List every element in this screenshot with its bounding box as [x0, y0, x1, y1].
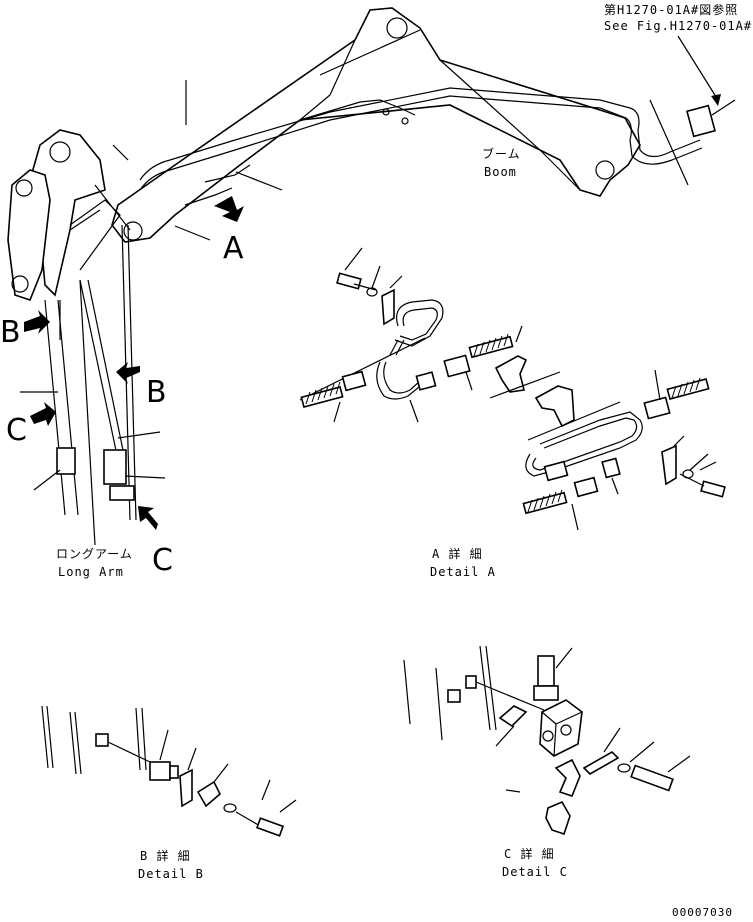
detail-b-label-en: Detail B — [138, 867, 204, 881]
view-marker-b-right: B — [146, 375, 167, 410]
long-arm-label-en: Long Arm — [58, 565, 124, 579]
view-marker-c-left: C — [6, 413, 27, 448]
detail-a-label-en: Detail A — [430, 565, 496, 579]
boom-label-en: Boom — [484, 165, 517, 179]
detail-c-label-en: Detail C — [502, 865, 568, 879]
view-arrow-c-bottom: C — [138, 506, 173, 578]
detail-c-drawing — [403, 645, 691, 836]
drawing-number: 00007030 — [672, 906, 733, 919]
long-arm-assembly — [7, 129, 166, 546]
view-marker-a: A — [223, 231, 244, 266]
view-marker-c-bottom: C — [152, 543, 173, 578]
view-marker-b-left: B — [0, 315, 21, 350]
long-arm-label-jp: ロングアーム — [56, 547, 133, 561]
view-arrow-b-right: B — [116, 362, 167, 410]
view-arrow-a: A — [214, 196, 244, 266]
reference-en: See Fig.H1270-01A# — [604, 19, 752, 33]
detail-a-drawing — [299, 247, 726, 531]
detail-c-label-jp: C 詳 細 — [504, 846, 555, 861]
view-arrow-b-left: B — [0, 310, 50, 350]
view-arrow-c-left: C — [6, 402, 56, 448]
detail-b-drawing — [41, 705, 297, 837]
boom-hoses — [112, 80, 736, 241]
boom-label-jp: ブーム — [482, 146, 521, 161]
reference-jp: 第H1270-01A#図参照 — [604, 2, 738, 17]
boom-assembly: ブーム Boom — [111, 7, 641, 243]
detail-a-label-jp: A 詳 細 — [432, 546, 483, 561]
reference-note: 第H1270-01A#図参照 See Fig.H1270-01A# — [604, 2, 752, 106]
detail-b-label-jp: B 詳 細 — [140, 848, 191, 863]
